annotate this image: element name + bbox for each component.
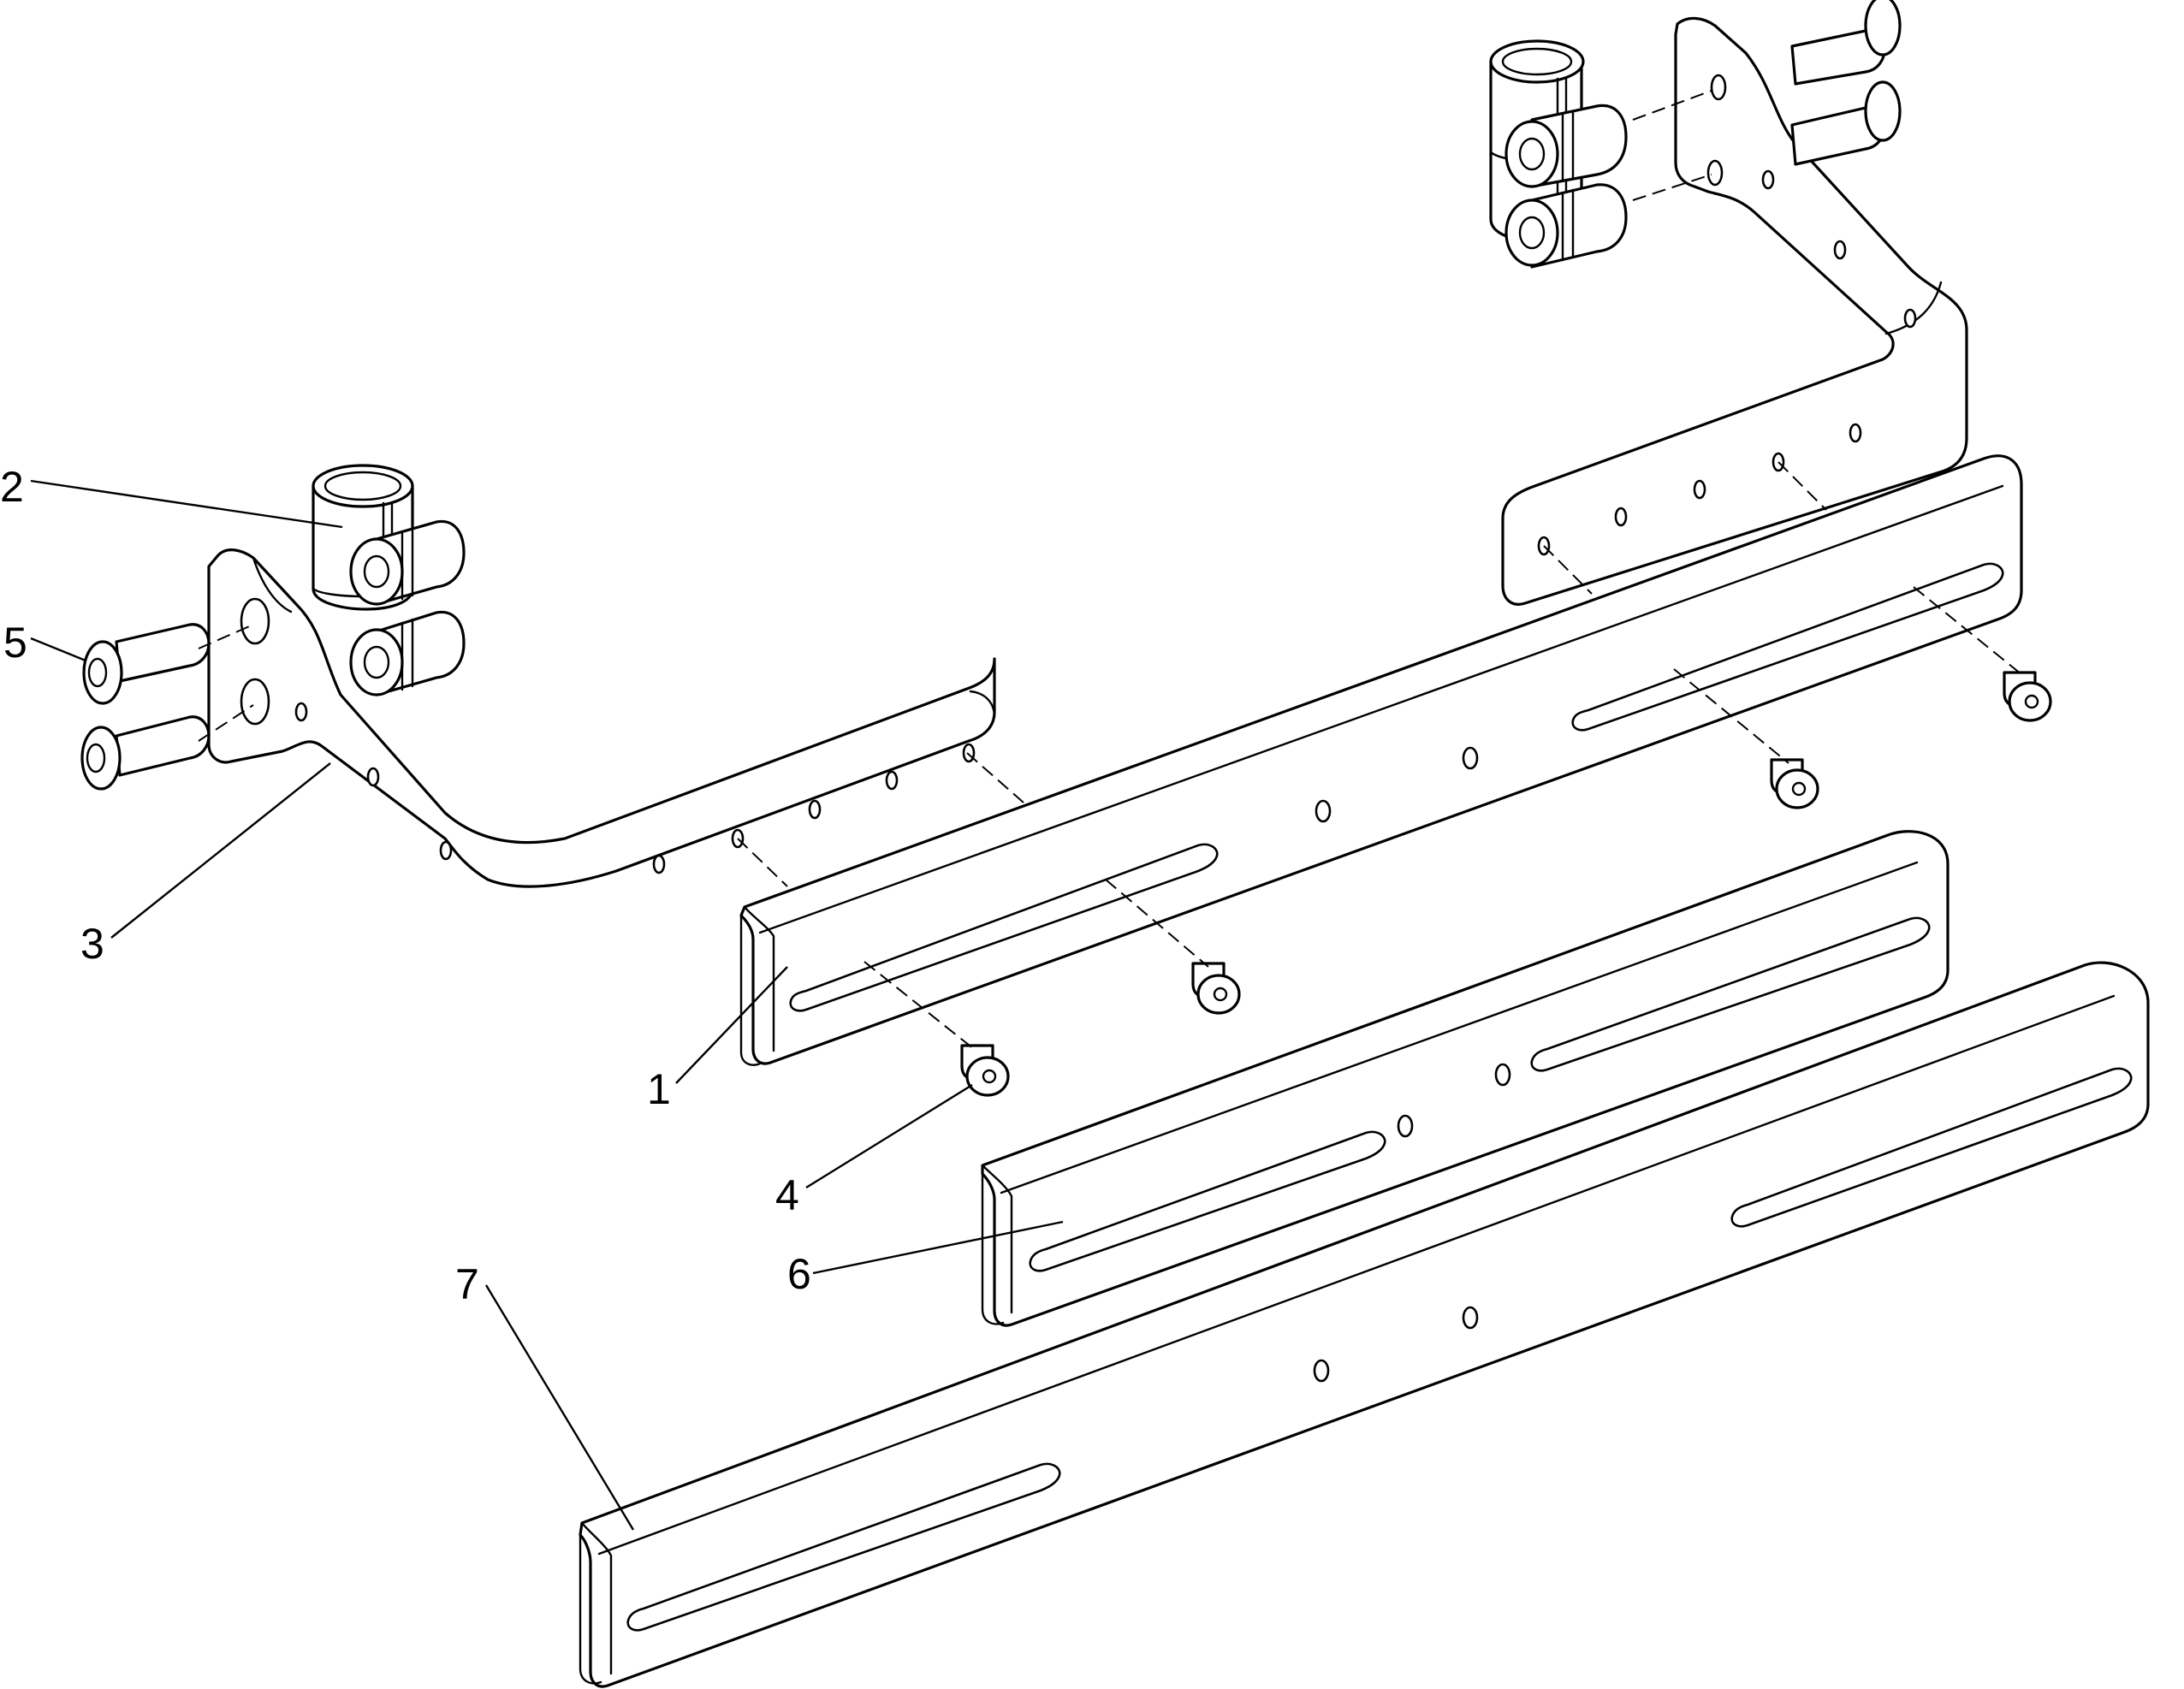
leader-4 [805, 1083, 973, 1189]
leader-lines [30, 479, 1064, 1531]
part-5-left-bolts [80, 623, 211, 791]
part-3-left-u-bracket [207, 548, 996, 888]
leader-1 [675, 966, 788, 1084]
leader-6 [812, 1220, 1064, 1275]
part-2-right-clamp [1489, 39, 1628, 269]
screw-a [1191, 962, 1241, 1015]
callout-3: 3 [80, 920, 104, 968]
screw-c [1770, 758, 1819, 809]
part-5-right-bolts [1790, 0, 1902, 166]
callout-labels: 1 2 3 4 5 6 7 [0, 463, 811, 1308]
part-2-left-clamp [312, 464, 466, 696]
callout-7: 7 [455, 1260, 479, 1308]
screw-d [2003, 671, 2052, 722]
callout-1: 1 [647, 1065, 671, 1113]
part-1-long-channel [739, 454, 2023, 1066]
part-3-right-u-bracket [1501, 16, 1968, 606]
callout-2: 2 [0, 463, 24, 511]
screw-b [960, 1044, 1010, 1097]
part-6-middle-channel [981, 830, 1950, 1327]
leader-2 [30, 479, 343, 529]
leader-5 [30, 637, 86, 662]
callout-4: 4 [775, 1171, 799, 1219]
part-4-screws [960, 671, 2052, 1097]
part-7-bottom-channel [579, 961, 2150, 1688]
callout-5: 5 [3, 619, 27, 667]
leader-7 [484, 1284, 635, 1531]
assembly-axis-lines [198, 90, 2022, 1050]
leader-3 [110, 762, 331, 939]
callout-6: 6 [787, 1250, 811, 1298]
